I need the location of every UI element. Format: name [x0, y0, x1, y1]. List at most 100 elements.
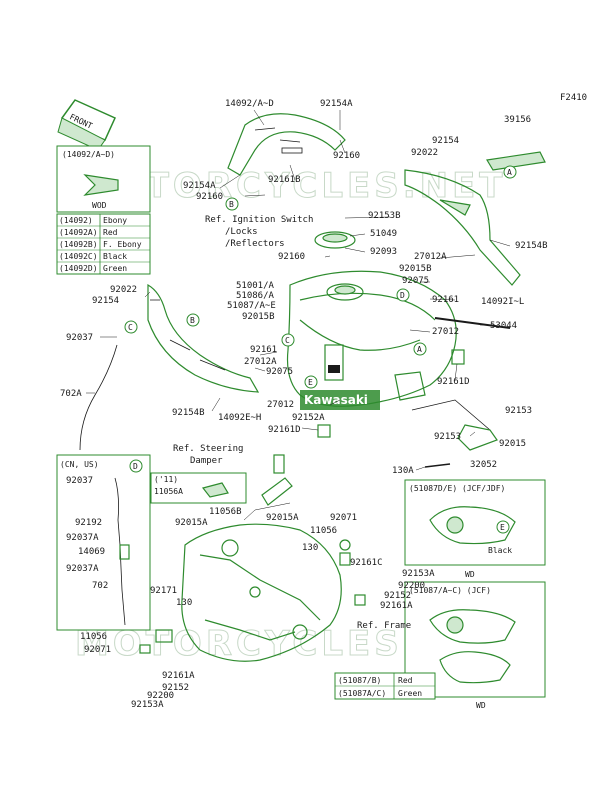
part-number-702a: 702A	[60, 389, 82, 399]
part-number-39156: 39156	[504, 115, 531, 125]
wd-box-color-title: (51087/A~C) (JCF)	[409, 586, 491, 595]
part-number-92161d_r: 92161D	[437, 377, 470, 387]
callout-b: B	[229, 200, 234, 209]
wod-box: (14092/A~D) WOD	[56, 145, 151, 213]
wd-box-black-title: (51087D/E) (JCF/JDF)	[409, 484, 505, 493]
color-code: (14092C)	[59, 252, 98, 261]
part-number-92154a_l: 92154A	[183, 181, 216, 191]
callout-e: E	[308, 378, 313, 387]
kawasaki-logo: Kawasaki	[304, 393, 368, 407]
part-number-92160_m: 92160	[278, 252, 305, 262]
y11-part: 11056A	[154, 487, 183, 496]
part-number-92037a_2: 92037A	[66, 564, 99, 574]
part-number-92154b: 92154B	[515, 241, 548, 251]
wd-box-black-footer: WD	[465, 570, 475, 579]
ref-ignition-line3: /Reflectors	[225, 239, 285, 249]
part-number-92161b: 92161B	[268, 175, 301, 185]
part-number-92037a_1: 92037A	[66, 533, 99, 543]
part-number-92153b: 92153B	[368, 211, 401, 221]
cn-us-box: (CN, US)	[56, 454, 151, 631]
bracket-line	[411, 399, 491, 431]
color-name: Red	[103, 228, 118, 237]
part-number-53044: 53044	[490, 321, 517, 331]
part-number-27012_m: 27012	[267, 400, 294, 410]
wd-box-color-footer: WD	[476, 701, 486, 710]
part-number-92161d_m: 92161D	[268, 425, 301, 435]
part-number-92075_m: 92075	[266, 367, 293, 377]
ref-steering-line1: Ref. Steering	[173, 444, 243, 454]
color-table: (14092) Ebony (14092A) Red (14092B) F. E…	[56, 213, 151, 275]
part-number-27012_r: 27012	[432, 327, 459, 337]
part-number-92153_r2: 92153	[434, 432, 461, 442]
part-number-92153a_m: 92153A	[402, 569, 435, 579]
callout-a: A	[507, 168, 512, 177]
color-code: (14092D)	[59, 264, 98, 273]
filler-neck	[326, 283, 364, 301]
color-name: F. Ebony	[103, 240, 142, 249]
part-number-92071_m: 92071	[330, 513, 357, 523]
part-number-92022_l: 92022	[110, 285, 137, 295]
part-number-92152_b: 92152	[162, 683, 189, 693]
part-number-27012a_r: 27012A	[414, 252, 447, 262]
part-number-51001: 51001/A	[236, 281, 275, 291]
part-number-92015a_m: 92015A	[266, 513, 299, 523]
rod-53044	[434, 317, 511, 329]
part-number-92152a: 92152A	[292, 413, 325, 423]
part-number-92015b_r: 92015B	[399, 264, 432, 274]
part-number-92071_l: 92071	[84, 645, 111, 655]
y11-title: ('11)	[154, 475, 178, 484]
steering-damper	[261, 477, 293, 506]
fuel-cap-51049	[314, 231, 356, 249]
part-number-11056_m: 11056	[310, 526, 337, 536]
fuel-tank	[286, 270, 457, 407]
callout-b: B	[190, 316, 195, 325]
part-number-92015_r: 92015	[499, 439, 526, 449]
part-number-92093: 92093	[370, 247, 397, 257]
hose-702A	[79, 344, 118, 451]
color-name: Black	[103, 252, 127, 261]
part-number-92192: 92192	[75, 518, 102, 528]
part-number-92161a_m: 92161A	[380, 601, 413, 611]
part-number-92200_m: 92200	[398, 581, 425, 591]
part-number-92154_r: 92154	[432, 136, 459, 146]
part-number-27012a_m: 27012A	[244, 357, 277, 367]
part-number-92161_r: 92161	[432, 295, 459, 305]
color-code: (14092B)	[59, 240, 98, 249]
part-number-11056_l: 11056	[80, 632, 107, 642]
wod-part-icon	[83, 174, 119, 196]
part-number-32052: 32052	[470, 460, 497, 470]
part-number-130_m: 130	[302, 543, 318, 553]
wod-part-label: (14092/A~D)	[62, 150, 115, 159]
callout-c: C	[128, 323, 133, 332]
part-number-92015b_m: 92015B	[242, 312, 275, 322]
part-number-92161c: 92161C	[350, 558, 383, 568]
ref-steering-line2: Damper	[190, 456, 223, 466]
color-name: Green	[103, 264, 127, 273]
callout-d: D	[400, 291, 405, 300]
part-number-92200_b: 92200	[147, 691, 174, 701]
pump-color-code: (51087A/C)	[338, 689, 386, 698]
wod-caption: WOD	[92, 201, 107, 210]
fuel-pump	[324, 344, 344, 381]
ref-code: F2410	[560, 93, 587, 103]
ref-frame: Ref. Frame	[357, 621, 411, 631]
callout-d: D	[133, 462, 138, 471]
part-number-92153_r1: 92153	[505, 406, 532, 416]
part-number-92022_r: 92022	[411, 148, 438, 158]
color-code: (14092A)	[59, 228, 98, 237]
part-number-92153a_b: 92153A	[131, 700, 164, 710]
leader-lines	[86, 109, 511, 521]
part-number-92161a_b: 92161A	[162, 671, 195, 681]
part-number-92160_t: 92160	[333, 151, 360, 161]
front-arrow-icon: FRONT	[57, 99, 116, 151]
callout-a: A	[417, 345, 422, 354]
top-cover-part	[227, 113, 346, 176]
part-number-51086: 51086/A	[236, 291, 275, 301]
part-number-14092i: 14092I~L	[481, 297, 524, 307]
right-cover-part	[404, 169, 521, 286]
part-number-92075_r: 92075	[402, 276, 429, 286]
color-name: Ebony	[103, 216, 127, 225]
bracket-32052	[457, 424, 498, 451]
part-number-14092eh: 14092E~H	[218, 413, 261, 423]
